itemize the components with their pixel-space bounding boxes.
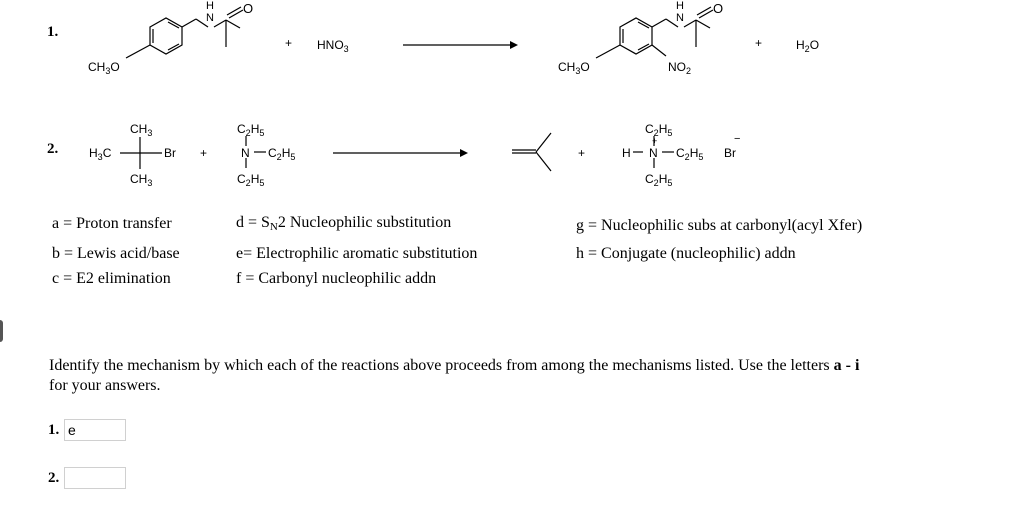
p1-substituent-label: CH3O <box>558 60 590 76</box>
p2-ammonium-bottom: C2H5 <box>645 172 673 188</box>
p2-counterion-charge: − <box>734 133 741 145</box>
left-edge-marker <box>0 320 3 342</box>
reaction-2-number: 2. <box>47 141 59 157</box>
answer-1-label: 1. <box>48 422 60 438</box>
r2-plus-1: + <box>200 146 208 160</box>
r2-plus-2: + <box>578 146 586 160</box>
r1-reagent: HNO3 <box>317 38 349 54</box>
p1-amide-h: H <box>676 0 684 12</box>
r1-plus-1: + <box>285 36 293 50</box>
p2-ammonium-top: C2H5 <box>645 122 673 138</box>
mechanism-d-post: 2 Nucleophilic substitution <box>277 214 452 231</box>
reaction-1-number: 1. <box>47 24 59 40</box>
p1-nitro-label: NO2 <box>668 60 692 76</box>
answer-1-input[interactable] <box>64 419 126 441</box>
r1-amide-h: H <box>206 0 214 12</box>
mechanism-c: c = E2 elimination <box>52 270 171 287</box>
mechanism-d-sub: N <box>269 221 278 233</box>
instructions-letters: a - i <box>833 357 860 374</box>
mechanism-d-pre: d = S <box>236 214 270 231</box>
mechanism-d: d = SN2 Nucleophilic substitution <box>236 214 451 233</box>
r2-tbubr-left: H3C <box>89 146 112 162</box>
r2-amine-n: N <box>241 146 250 160</box>
instructions-tail: for your answers. <box>49 377 161 394</box>
p1-amide-n: N <box>676 12 684 24</box>
r1-byproduct: H2O <box>796 38 820 54</box>
mechanism-h: h = Conjugate (nucleophilic) addn <box>576 245 796 262</box>
r2-amine-right: C2H5 <box>268 146 296 162</box>
r1-amide-n: N <box>206 12 214 24</box>
p2-ammonium-right: C2H5 <box>676 146 704 162</box>
mechanism-g: g = Nucleophilic subs at carbonyl(acyl X… <box>576 217 863 234</box>
r1-substituent-label: CH3O <box>88 60 120 76</box>
r1-plus-2: + <box>755 36 763 50</box>
instructions-text: Identify the mechanism by which each of … <box>49 357 834 374</box>
r2-tbubr-right: Br <box>164 146 176 160</box>
p2-ammonium-charge: + <box>652 136 658 146</box>
p2-counterion: Br <box>724 146 736 160</box>
mechanism-e: e= Electrophilic aromatic substitution <box>236 245 478 262</box>
mechanism-a: a = Proton transfer <box>52 215 172 232</box>
p1-benzene-ring <box>619 17 653 55</box>
mechanism-b: b = Lewis acid/base <box>52 245 180 262</box>
r1-carbonyl-o: O <box>243 1 254 16</box>
r1-benzene-ring <box>149 17 183 55</box>
p2-ammonium-n: N <box>649 146 658 160</box>
r2-tbubr-bottom: CH3 <box>130 172 153 188</box>
mechanism-f: f = Carbonyl nucleophilic addn <box>236 270 437 287</box>
r2-amine-bottom: C2H5 <box>237 172 265 188</box>
p1-carbonyl-o: O <box>713 1 724 16</box>
answer-2-input[interactable] <box>64 467 126 489</box>
r2-tbubr-top: CH3 <box>130 122 153 138</box>
r2-amine-top: C2H5 <box>237 122 265 138</box>
p2-ammonium-h: H <box>622 146 631 160</box>
r1-reagent-text: HNO3 <box>317 38 349 54</box>
instructions: Identify the mechanism by which each of … <box>49 356 1009 396</box>
answer-2-label: 2. <box>48 470 60 486</box>
